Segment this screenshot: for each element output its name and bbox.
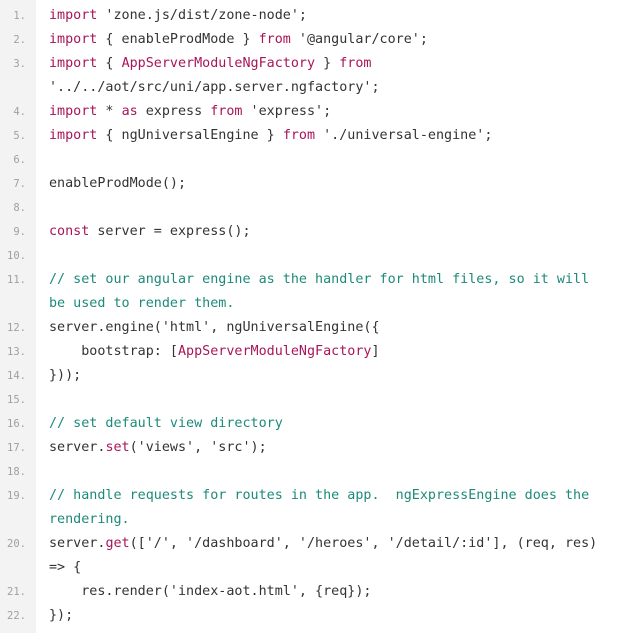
line-number: 19.	[7, 490, 26, 502]
code-token: 'express';	[242, 104, 332, 119]
code-keyword: import	[49, 56, 98, 71]
line-number: 7.	[13, 178, 26, 190]
code-keyword: from	[339, 56, 372, 71]
code-text: }));	[49, 364, 81, 388]
code-comment: // set default view directory	[49, 416, 283, 431]
code-keyword: get	[105, 536, 130, 551]
code-area	[36, 0, 623, 633]
line-number: 5.	[13, 130, 26, 142]
code-keyword: from	[210, 104, 243, 119]
code-keyword: import	[49, 128, 98, 143]
code-keyword: const	[49, 224, 90, 239]
line-number: 13.	[7, 346, 26, 358]
code-text: import 'zone.js/dist/zone-node';	[49, 4, 307, 28]
code-comment: // set our angular engine as the handler…	[49, 272, 590, 287]
code-comment: // handle requests for routes in the app…	[49, 488, 590, 503]
code-token: {	[97, 56, 122, 71]
code-text: });	[49, 604, 73, 628]
line-number: 3.	[13, 58, 26, 70]
line-number: 6.	[13, 154, 26, 166]
code-keyword: import	[49, 104, 98, 119]
code-comment: rendering.	[49, 512, 130, 527]
code-text: // set our angular engine as the handler…	[49, 268, 589, 292]
line-number: 21.	[7, 586, 26, 598]
code-text: import * as express from 'express';	[49, 100, 331, 124]
code-token: '../../aot/src/uni/app.server.ngfactory'…	[49, 80, 380, 95]
code-token: express	[137, 104, 211, 119]
code-text: import { AppServerModuleNgFactory } from	[49, 52, 371, 76]
code-text: import { enableProdMode } from '@angular…	[49, 28, 428, 52]
code-text: => {	[49, 556, 81, 580]
code-keyword: AppServerModuleNgFactory	[178, 344, 372, 359]
code-text: import { ngUniversalEngine } from './uni…	[49, 124, 492, 148]
code-keyword: from	[282, 128, 316, 143]
line-number-gutter	[0, 0, 36, 633]
line-number: 1.	[13, 10, 26, 22]
code-token: *	[97, 104, 122, 119]
code-text: const server = express();	[49, 220, 251, 244]
code-token: bootstrap: [	[49, 344, 178, 359]
code-token: server = express();	[89, 224, 251, 239]
code-text: be used to render them.	[49, 292, 234, 316]
code-token: (['/', '/dashboard', '/heroes', '/detail…	[129, 536, 598, 551]
line-number: 22.	[7, 610, 26, 622]
code-keyword: AppServerModuleNgFactory	[121, 56, 316, 71]
code-text: server.set('views', 'src');	[49, 436, 267, 460]
code-keyword: import	[49, 8, 98, 23]
code-token: }	[315, 56, 340, 71]
code-keyword: as	[121, 104, 138, 119]
line-number: 4.	[13, 106, 26, 118]
code-token: server.	[49, 440, 106, 455]
line-number: 8.	[13, 202, 26, 214]
code-text: '../../aot/src/uni/app.server.ngfactory'…	[49, 76, 380, 100]
code-text: enableProdMode();	[49, 172, 186, 196]
code-token: server.engine('html', ngUniversalEngine(…	[49, 320, 380, 335]
code-text: rendering.	[49, 508, 130, 532]
code-text: bootstrap: [AppServerModuleNgFactory]	[49, 340, 380, 364]
code-token: ('views', 'src');	[129, 440, 267, 455]
code-keyword: import	[49, 32, 98, 47]
line-number: 15.	[7, 394, 26, 406]
line-number: 12.	[7, 322, 26, 334]
line-number: 20.	[7, 538, 26, 550]
line-number: 10.	[7, 250, 26, 262]
code-token: enableProdMode();	[49, 176, 187, 191]
line-number: 18.	[7, 466, 26, 478]
code-token: '@angular/core';	[290, 32, 428, 47]
code-token: });	[49, 608, 74, 623]
code-text: server.get(['/', '/dashboard', '/heroes'…	[49, 532, 597, 556]
code-text: // set default view directory	[49, 412, 283, 436]
code-token: }));	[49, 368, 82, 383]
line-number: 9.	[13, 226, 26, 238]
line-number: 17.	[7, 442, 26, 454]
code-token: ]	[371, 344, 380, 359]
code-token: res.render('index-aot.html', {req});	[49, 584, 372, 599]
code-text: // handle requests for routes in the app…	[49, 484, 589, 508]
line-number: 2.	[13, 34, 26, 46]
code-text: res.render('index-aot.html', {req});	[49, 580, 371, 604]
code-text: server.engine('html', ngUniversalEngine(…	[49, 316, 380, 340]
code-comment: be used to render them.	[49, 296, 235, 311]
code-token: { enableProdMode }	[97, 32, 259, 47]
code-token: 'zone.js/dist/zone-node';	[97, 8, 307, 23]
code-token: { ngUniversalEngine }	[97, 128, 283, 143]
line-number: 14.	[7, 370, 26, 382]
code-token: server.	[49, 536, 106, 551]
code-token: => {	[49, 560, 82, 575]
line-number: 11.	[7, 274, 26, 286]
code-keyword: from	[258, 32, 291, 47]
code-keyword: set	[105, 440, 130, 455]
code-token: './universal-engine';	[315, 128, 493, 143]
line-number: 16.	[7, 418, 26, 430]
